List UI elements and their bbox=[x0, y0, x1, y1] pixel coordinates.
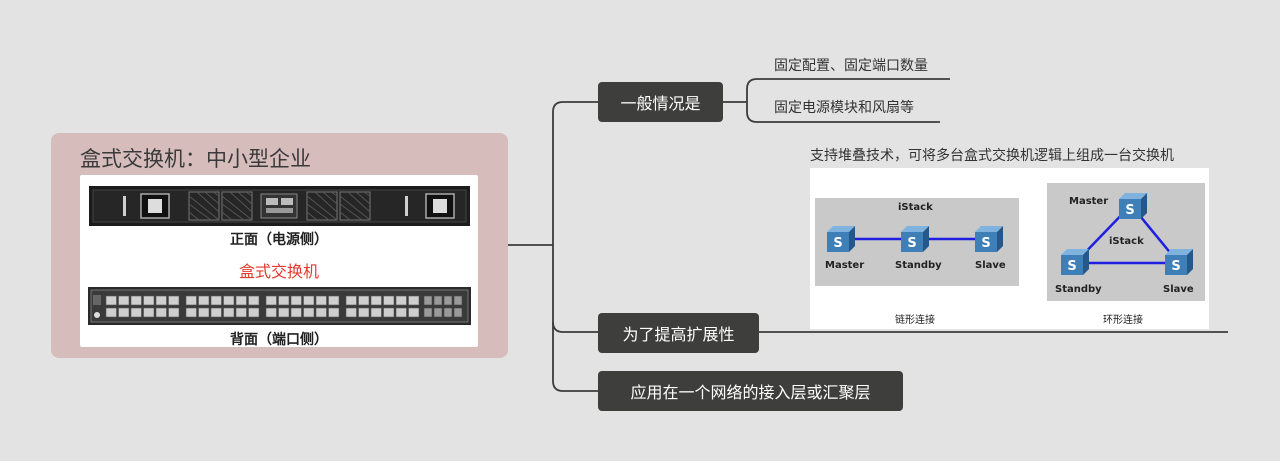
switch-icon: S bbox=[901, 226, 929, 252]
leaf-fixed-power[interactable]: 固定电源模块和风扇等 bbox=[774, 100, 914, 116]
svg-text:S: S bbox=[1171, 259, 1180, 274]
chain-node-master: Master bbox=[825, 260, 865, 271]
svg-text:S: S bbox=[833, 236, 842, 251]
chain-node-slave: Slave bbox=[975, 260, 1006, 271]
ring-node-standby: Standby bbox=[1055, 284, 1102, 295]
ring-node-slave: Slave bbox=[1163, 284, 1194, 295]
ring-topology-panel: S S S Master iStack Standby Slave bbox=[1047, 183, 1205, 301]
back-caption: 背面（端口侧） bbox=[230, 332, 328, 348]
chain-node-standby: Standby bbox=[895, 260, 942, 271]
topic-usage[interactable]: 应用在一个网络的接入层或汇聚层 bbox=[598, 371, 903, 411]
switch-icon: S bbox=[1119, 193, 1147, 219]
istack-diagram: S S S iStack Master Standby Slave 链形连接 bbox=[810, 168, 1209, 329]
ring-node-master: Master bbox=[1069, 196, 1109, 207]
switch-back-image bbox=[88, 287, 471, 325]
chain-caption: 链形连接 bbox=[895, 315, 935, 326]
svg-text:S: S bbox=[907, 236, 916, 251]
stacking-note: 支持堆叠技术，可将多台盒式交换机逻辑上组成一台交换机 bbox=[810, 148, 1174, 164]
switch-icon: S bbox=[1165, 249, 1193, 275]
svg-text:S: S bbox=[981, 236, 990, 251]
front-caption: 正面（电源侧） bbox=[230, 232, 328, 248]
connector-leaves bbox=[723, 78, 758, 123]
switch-icon: S bbox=[827, 226, 855, 252]
chain-topology-panel: S S S iStack Master Standby Slave bbox=[815, 198, 1019, 286]
switch-front-image bbox=[89, 186, 470, 226]
switch-icon: S bbox=[1061, 249, 1089, 275]
topic-general[interactable]: 一般情况是 bbox=[598, 82, 723, 122]
leaf-fixed-config[interactable]: 固定配置、固定端口数量 bbox=[774, 58, 928, 74]
switch-type-caption: 盒式交换机 bbox=[238, 262, 319, 281]
trunk-connector bbox=[552, 101, 564, 392]
root-title: 盒式交换机：中小型企业 bbox=[80, 147, 311, 171]
connector-scalability bbox=[552, 321, 598, 333]
switch-icon: S bbox=[975, 226, 1003, 252]
svg-text:S: S bbox=[1125, 203, 1134, 218]
topic-scalability[interactable]: 为了提高扩展性 bbox=[598, 313, 759, 353]
ring-caption: 环形连接 bbox=[1103, 315, 1143, 326]
chain-title: iStack bbox=[898, 202, 933, 213]
ring-title: iStack bbox=[1109, 236, 1144, 247]
svg-text:S: S bbox=[1067, 259, 1076, 274]
